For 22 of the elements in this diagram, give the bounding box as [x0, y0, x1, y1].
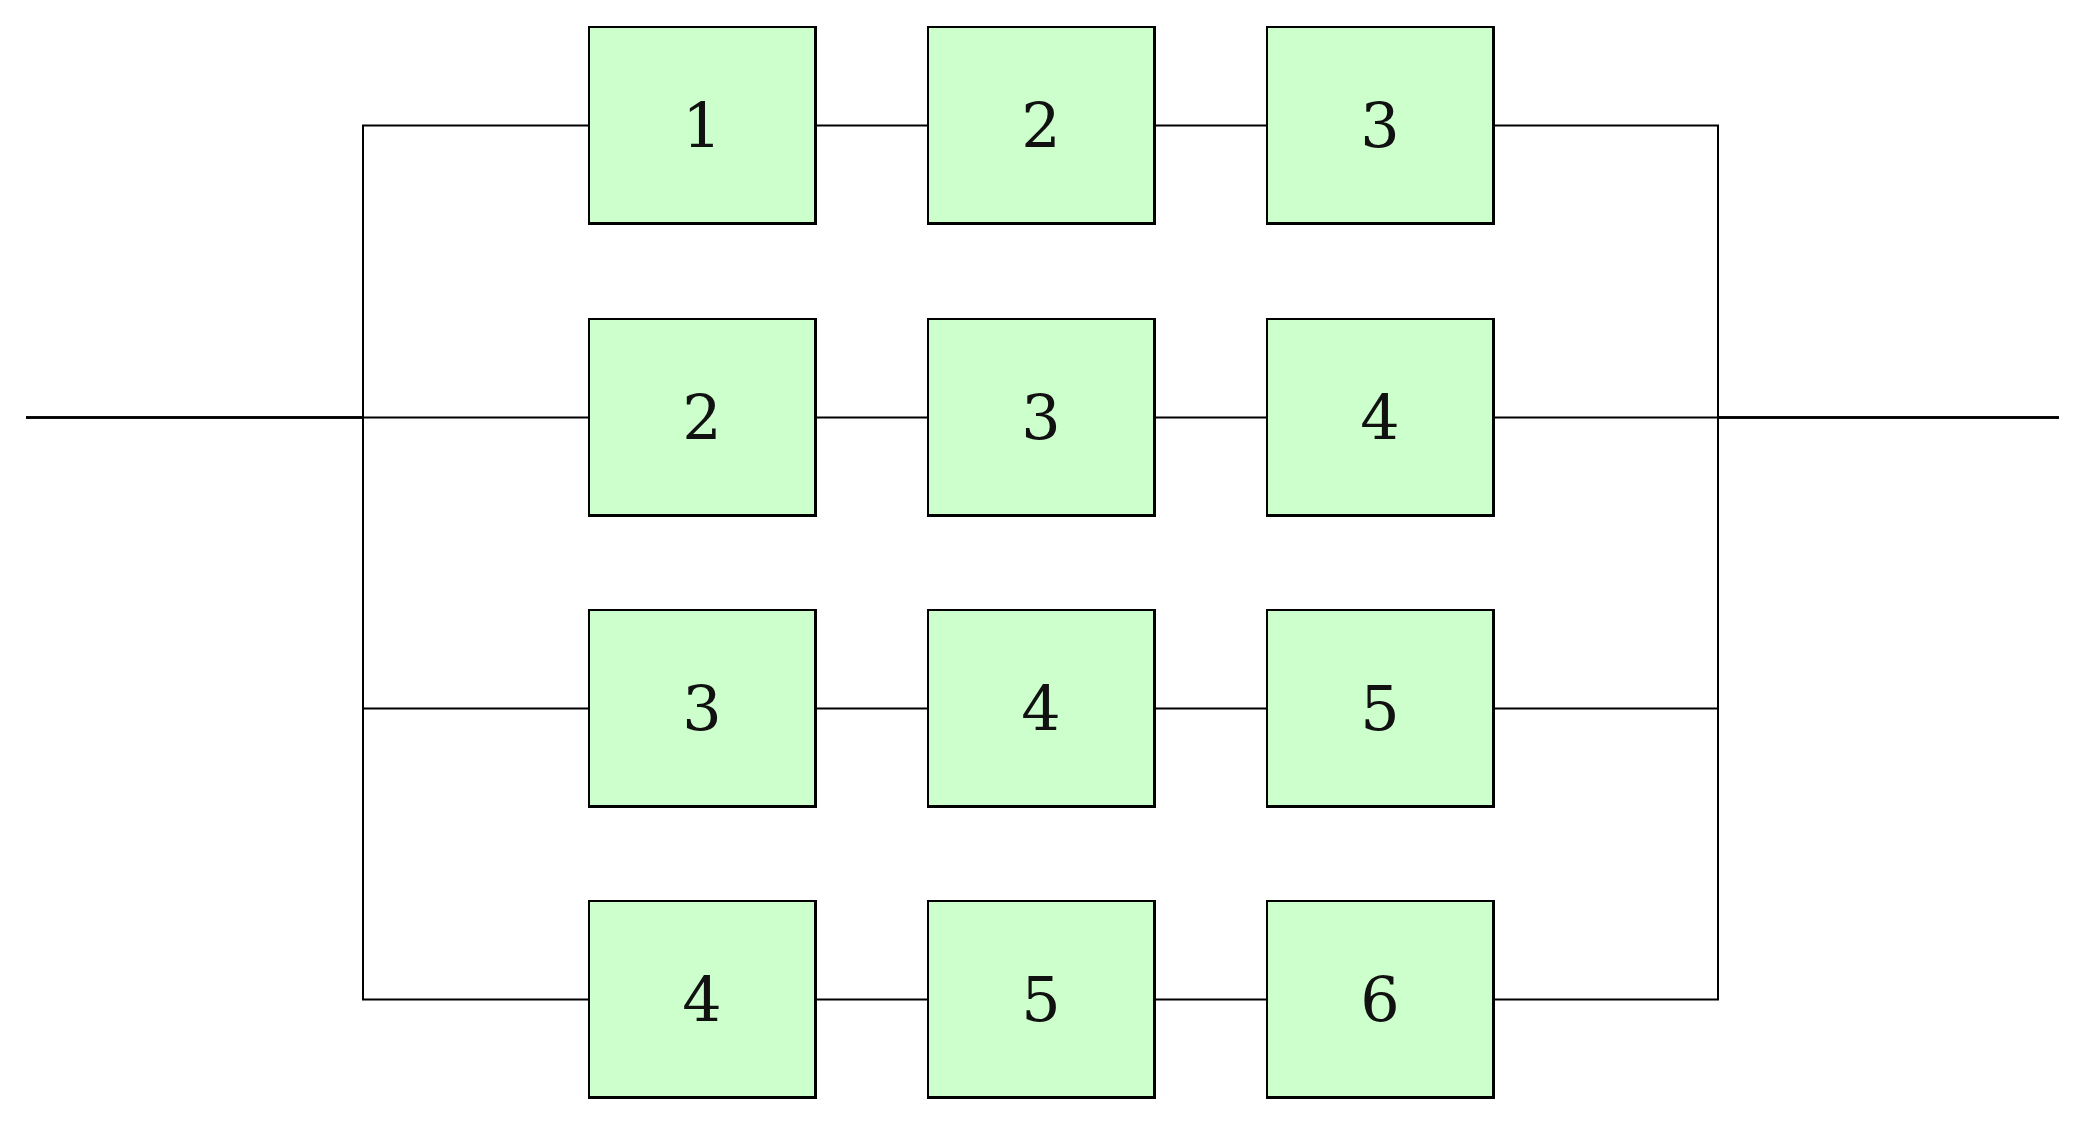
connector-line — [816, 124, 928, 127]
connector-line — [816, 416, 928, 419]
connector-line — [816, 998, 928, 1001]
component-block: 2 — [927, 26, 1156, 225]
component-block: 1 — [588, 26, 817, 225]
connector-line — [1155, 124, 1267, 127]
component-block: 4 — [1266, 318, 1495, 517]
component-block: 6 — [1266, 900, 1495, 1099]
component-block: 5 — [927, 900, 1156, 1099]
component-block: 3 — [1266, 26, 1495, 225]
connector-line — [1155, 707, 1267, 710]
component-block: 3 — [588, 609, 817, 808]
connector-line — [1494, 416, 2060, 1001]
connector-line — [1155, 998, 1267, 1001]
component-block: 4 — [927, 609, 1156, 808]
component-block: 3 — [927, 318, 1156, 517]
connector-line — [816, 707, 928, 710]
connector-line — [25, 416, 589, 1001]
component-block: 5 — [1266, 609, 1495, 808]
component-block: 4 — [588, 900, 817, 1099]
component-block: 2 — [588, 318, 817, 517]
connector-line — [1155, 416, 1267, 419]
